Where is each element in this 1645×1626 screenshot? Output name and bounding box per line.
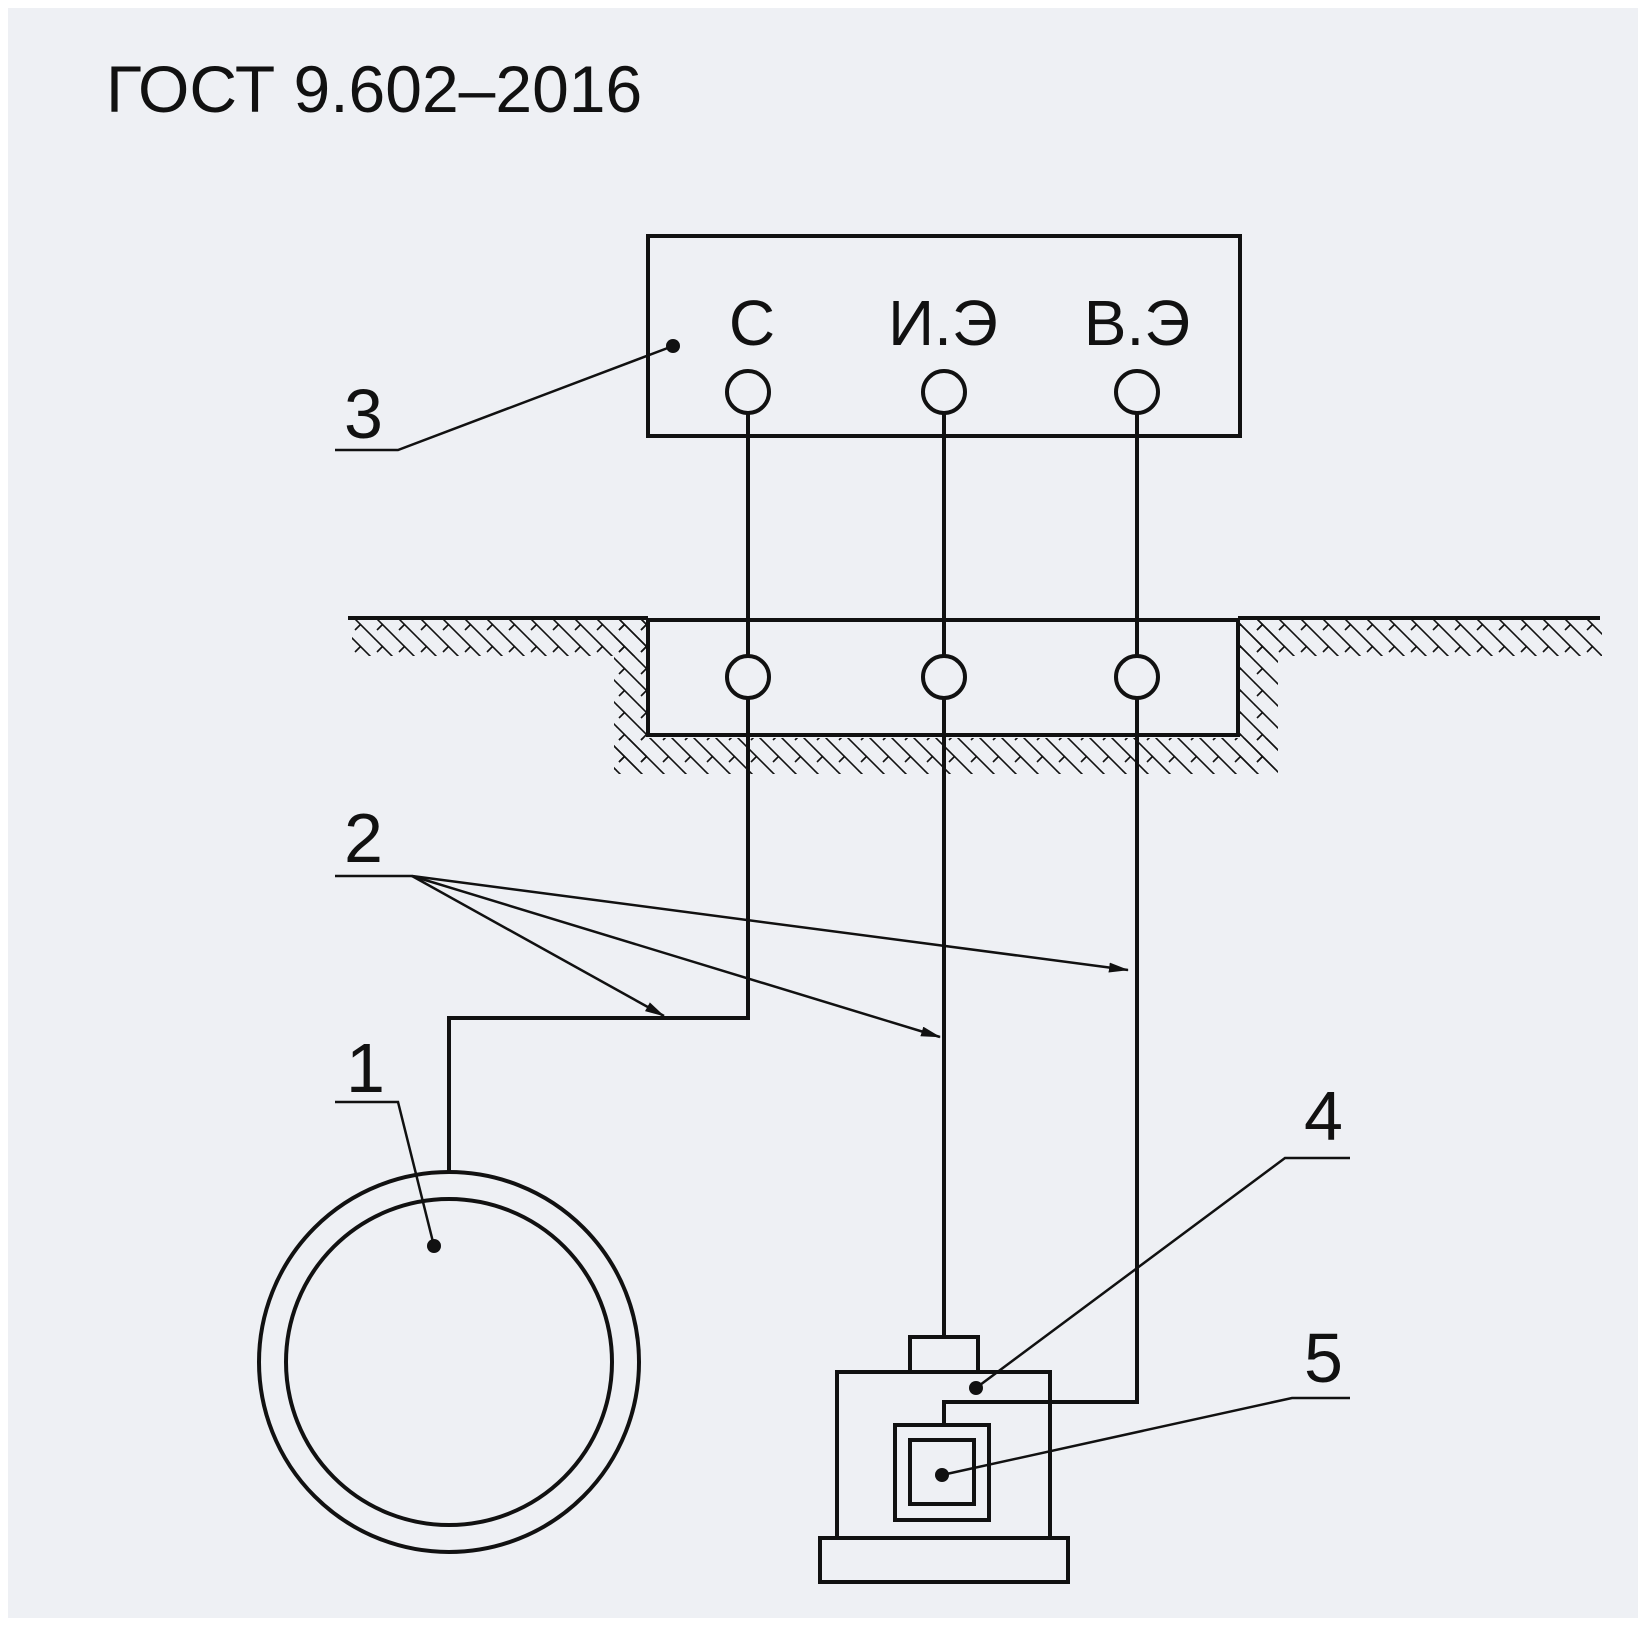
leader-line-1 xyxy=(335,1100,436,1247)
terminal-label-ie: И.Э xyxy=(888,287,998,359)
leader-arrow-2-c xyxy=(411,874,665,1018)
leader-line-5 xyxy=(941,1396,1350,1477)
sensor-cap xyxy=(908,1335,980,1374)
leader-dot-5 xyxy=(935,1468,949,1482)
soil-hatch-right xyxy=(1240,620,1602,656)
leader-dot-3 xyxy=(666,339,680,353)
corrosion-sensor xyxy=(818,1335,1070,1584)
leader-line-3 xyxy=(335,344,674,452)
callout-3: 3 xyxy=(344,375,383,453)
leader-arrow-2-ie xyxy=(411,874,941,1039)
leader-dot-4 xyxy=(969,1381,983,1395)
pipeline-inner-wall xyxy=(284,1197,614,1527)
callout-2: 2 xyxy=(344,799,383,877)
sample-plate-inner xyxy=(908,1438,976,1506)
leader-dot-1 xyxy=(427,1239,441,1253)
callout-4: 4 xyxy=(1304,1077,1343,1155)
wire-c-to-pipe xyxy=(447,698,750,1172)
leader-line-4 xyxy=(975,1156,1350,1390)
terminal-label-ve: В.Э xyxy=(1084,287,1190,359)
callout-1: 1 xyxy=(346,1029,385,1107)
soil-hatch-left xyxy=(352,620,647,656)
standard-title: ГОСТ 9.602–2016 xyxy=(106,52,642,126)
pipeline-outer-wall xyxy=(257,1170,641,1554)
terminal-label-c: С xyxy=(729,287,775,359)
leader-arrow-2-ve xyxy=(411,874,1129,973)
sample-plate-outer xyxy=(893,1423,991,1522)
diagram-background xyxy=(8,8,1638,1618)
callout-5: 5 xyxy=(1304,1319,1343,1397)
